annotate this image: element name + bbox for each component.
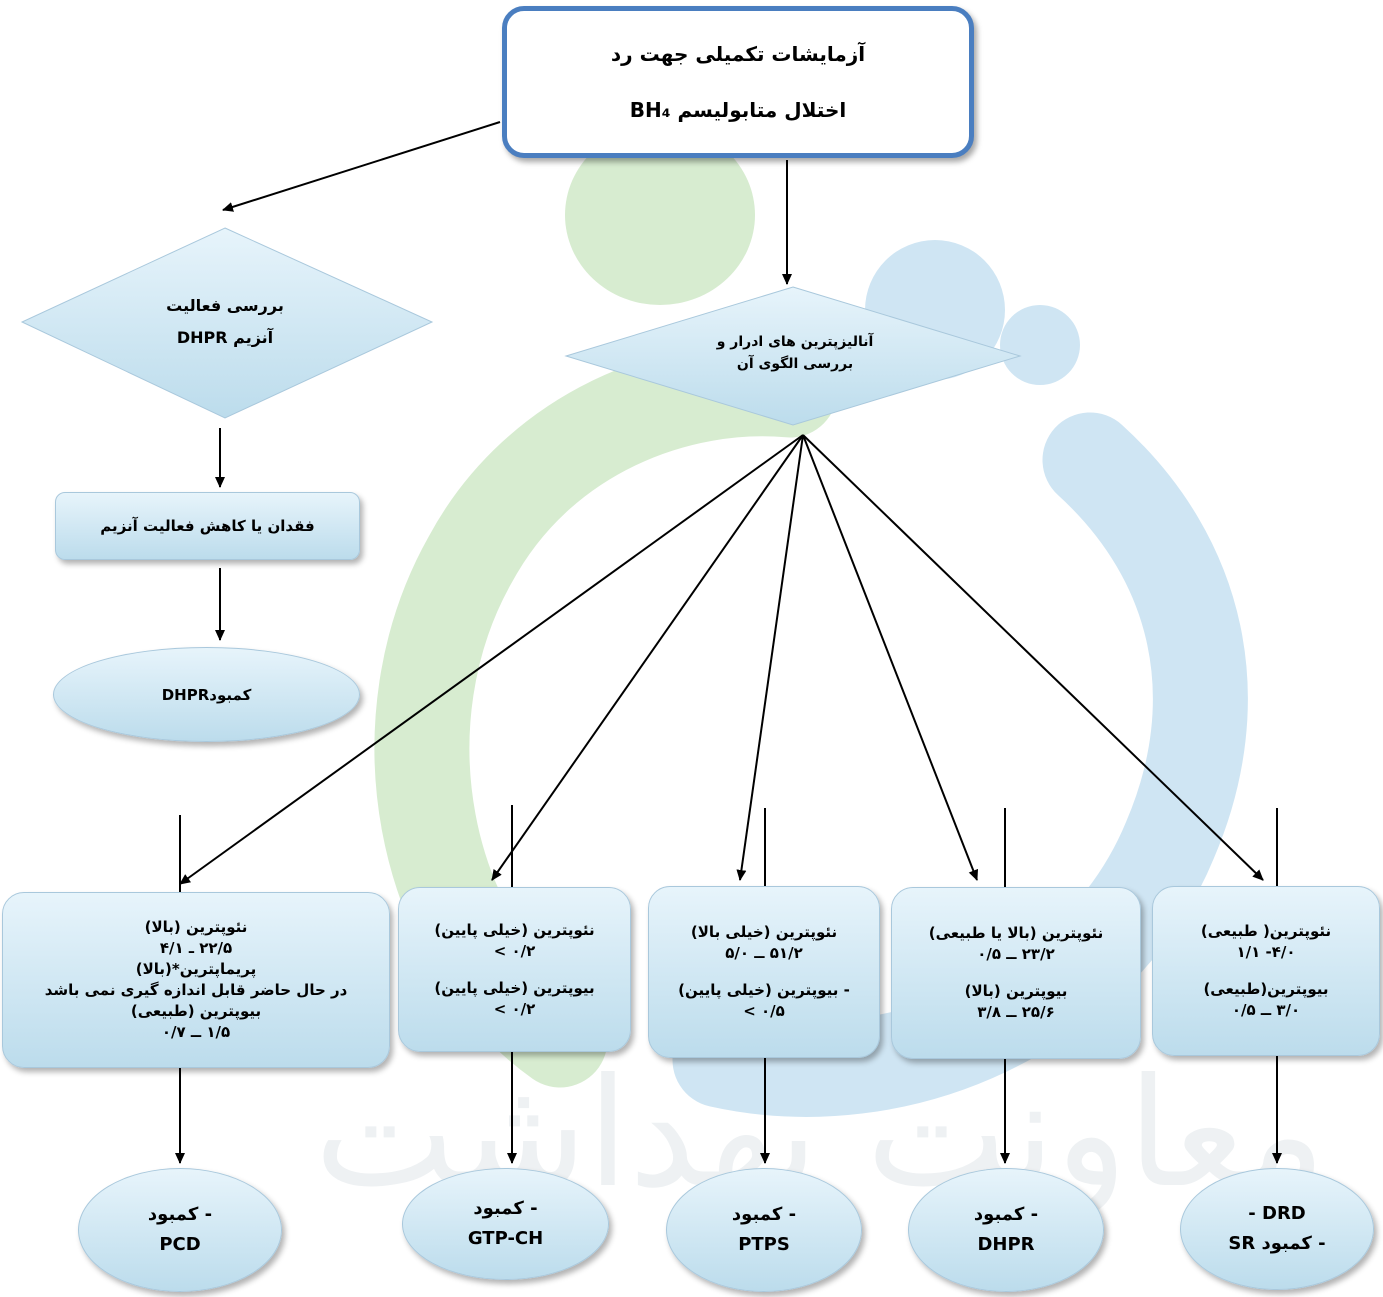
- enzyme-result-box: فقدان یا کاهش فعالیت آنزیم: [55, 492, 360, 560]
- box5-line-1: نئوپترین( طبیعی): [1200, 922, 1332, 940]
- dhpr-diamond: بررسی فعالیت آنزیم DHPR: [60, 272, 390, 372]
- arrow-to-box-5: [802, 434, 1264, 881]
- outcome-ptps: - کمبود PTPS: [666, 1168, 862, 1292]
- box1-line-3: پریماپترین*(بالا): [135, 960, 257, 978]
- arrow-to-box-2: [491, 434, 804, 881]
- box3-line-4: - بیوپترین (خیلی پایین): [678, 981, 850, 999]
- box4-line-4: بیوپترین (بالا): [964, 982, 1068, 1000]
- dhpr-diamond-line-2: آنزیم DHPR: [176, 328, 274, 347]
- box2-line-5: ۰/۲ >: [493, 999, 536, 1018]
- box5-line-5: ۳/۰ ــ ۰/۵: [1231, 1001, 1301, 1019]
- outcome-pcd-line-1: - کمبود: [147, 1204, 213, 1225]
- outcome-drd-line: DRD -: [1248, 1203, 1306, 1224]
- box2-line-4: بیوپترین (خیلی پایین): [434, 978, 595, 997]
- box3-line-1: نئوپترین (خیلی بالا): [690, 923, 838, 941]
- outcome-dhpr-line-1: - کمبود: [973, 1204, 1039, 1225]
- arrow-title-to-dhpr-diamond: [222, 121, 501, 212]
- box2-line-1: نئوپترین (خیلی پایین): [434, 920, 595, 939]
- box1-line-1: نئوپترین (بالا): [144, 918, 248, 936]
- outcome-ptps-line-2: PTPS: [738, 1234, 790, 1255]
- box3-line-5: ۰/۵ >: [743, 1002, 785, 1020]
- pattern-box-dhpr: نئوپترین (بالا یا طبیعی) ۲۳/۲ ــ ۰/۵ بیو…: [891, 887, 1141, 1059]
- box4-line-5: ۲۵/۶ ــ ۳/۸: [977, 1003, 1055, 1021]
- box1-line-2: ۲۲/۵ ـ ۴/۱: [159, 939, 233, 957]
- arrow-to-box-1: [179, 434, 804, 885]
- pattern-box-gtpch: نئوپترین (خیلی پایین) ۰/۲ > بیوپترین (خی…: [398, 887, 631, 1052]
- outcome-gtpch-line-1: - کمبود: [473, 1198, 538, 1219]
- outcome-drd-sr: DRD - - کمبود SR: [1180, 1168, 1374, 1290]
- outcome-gtpch-line-2: GTP-CH: [467, 1228, 544, 1249]
- box3-line-2: ۵۱/۲ ــ ۵/۰: [725, 944, 803, 962]
- box1-line-5: بیوپترین (طبیعی): [130, 1002, 262, 1020]
- arrow-to-box-4: [802, 434, 979, 881]
- outcome-gtpch: - کمبود GTP-CH: [402, 1168, 609, 1280]
- dhpr-outcome-text: کمبودDHPR: [161, 685, 252, 704]
- pattern-box-pcd: نئوپترین (بالا) ۲۲/۵ ـ ۴/۱ پریماپترین*(ب…: [2, 892, 390, 1068]
- outcome-sr-line: - کمبود SR: [1228, 1233, 1326, 1254]
- outcome-pcd: - کمبود PCD: [78, 1168, 282, 1292]
- outcome-dhpr-line-2: DHPR: [977, 1234, 1035, 1255]
- box1-line-4: در حال حاضر قابل اندازه گیری نمی باشد: [44, 981, 348, 999]
- title-box: آزمایشات تکمیلی جهت رد اختلال متابولیسم …: [502, 6, 974, 158]
- pattern-box-drd-sr: نئوپترین( طبیعی) ۴/۰- ۱/۱ بیوپترین(طبیعی…: [1152, 886, 1380, 1056]
- center-diamond-line-2: بررسی الگوی آن: [736, 356, 854, 372]
- dhpr-diamond-shape: [20, 227, 434, 419]
- outcome-pcd-line-2: PCD: [159, 1234, 201, 1255]
- center-diamond-shape: [564, 286, 1022, 426]
- title-line-2: اختلال متابولیسم BH₄: [629, 98, 847, 122]
- pattern-box-ptps: نئوپترین (خیلی بالا) ۵۱/۲ ــ ۵/۰ - بیوپت…: [648, 886, 880, 1058]
- center-diamond-line-1: آنالیزپترین های ادرار و: [716, 334, 874, 350]
- box4-line-1: نئوپترین (بالا یا طبیعی): [928, 924, 1104, 942]
- dhpr-outcome-ellipse: کمبودDHPR: [53, 647, 360, 742]
- enzyme-result-text: فقدان یا کاهش فعالیت آنزیم: [100, 516, 315, 535]
- outcome-dhpr: - کمبود DHPR: [908, 1168, 1104, 1292]
- dhpr-diamond-line-1: بررسی فعالیت: [166, 296, 284, 315]
- center-diamond: آنالیزپترین های ادرار و بررسی الگوی آن: [610, 318, 980, 388]
- box4-line-2: ۲۳/۲ ــ ۰/۵: [977, 945, 1055, 963]
- title-line-1: آزمایشات تکمیلی جهت رد: [610, 42, 866, 66]
- box5-line-4: بیوپترین(طبیعی): [1203, 980, 1329, 998]
- arrow-to-box-3: [736, 434, 804, 881]
- box2-line-2: ۰/۲ >: [493, 941, 536, 960]
- outcome-ptps-line-1: - کمبود: [731, 1204, 797, 1225]
- box5-line-2: ۴/۰- ۱/۱: [1236, 943, 1296, 961]
- box1-line-6: ۱/۵ ــ ۰/۷: [161, 1023, 231, 1041]
